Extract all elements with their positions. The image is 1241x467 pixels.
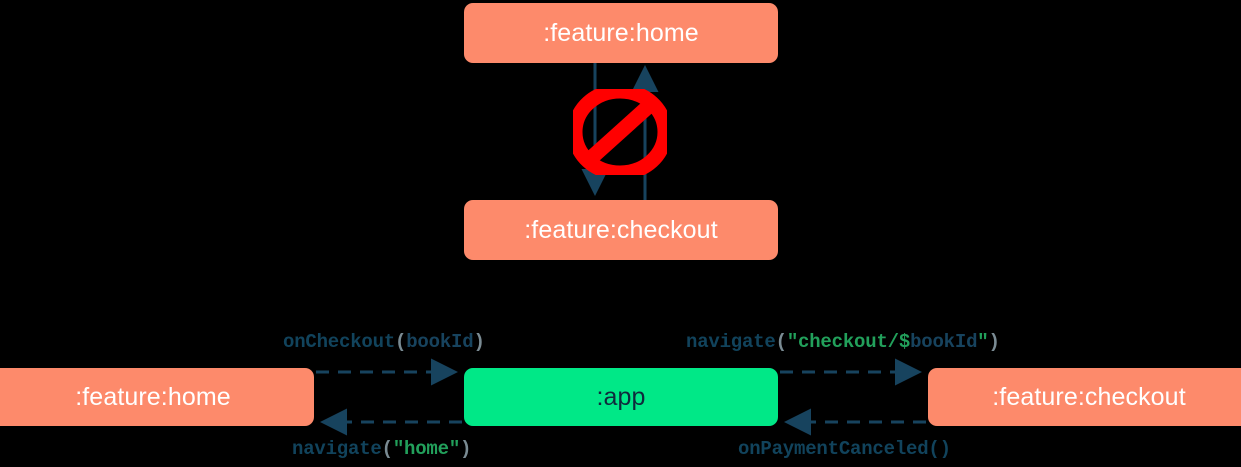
no-entry-icon bbox=[567, 83, 673, 181]
code-token-punct: ) bbox=[988, 331, 1000, 353]
node-feature-home-forbidden[interactable]: :feature:home bbox=[464, 3, 778, 63]
edge-label-navigate-home: navigate("home") bbox=[292, 440, 471, 459]
code-token-punct: ) bbox=[473, 331, 485, 353]
node-app[interactable]: :app bbox=[464, 368, 778, 426]
code-token-str: "checkout/$ bbox=[786, 331, 911, 353]
code-token-ident: bookId bbox=[910, 331, 978, 353]
edge-label-navigate-checkout: navigate("checkout/$bookId") bbox=[686, 333, 1000, 352]
code-token-punct: ( bbox=[381, 438, 393, 460]
node-feature-checkout[interactable]: :feature:checkout bbox=[928, 368, 1241, 426]
code-token-fn: navigate bbox=[686, 331, 776, 353]
code-token-fn: navigate bbox=[292, 438, 382, 460]
code-token-fn: onPaymentCanceled() bbox=[738, 438, 951, 460]
code-token-punct: ( bbox=[775, 331, 787, 353]
code-token-fn: onCheckout bbox=[283, 331, 396, 353]
code-token-punct: ) bbox=[460, 438, 472, 460]
edge-label-on-payment-canceled: onPaymentCanceled() bbox=[738, 440, 951, 459]
code-token-str: "home" bbox=[392, 438, 461, 460]
code-token-str: " bbox=[977, 331, 989, 353]
node-feature-home[interactable]: :feature:home bbox=[0, 368, 314, 426]
code-token-ident: bookId bbox=[406, 331, 474, 353]
edge-label-on-checkout: onCheckout(bookId) bbox=[283, 333, 485, 352]
node-feature-checkout-forbidden[interactable]: :feature:checkout bbox=[464, 200, 778, 260]
code-token-punct: ( bbox=[395, 331, 407, 353]
